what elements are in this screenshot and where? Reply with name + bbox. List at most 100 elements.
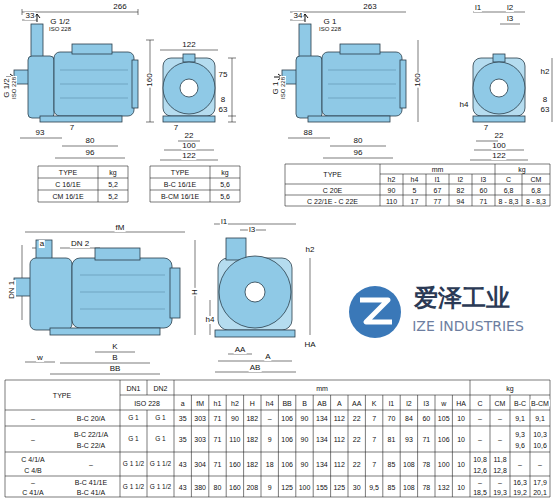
table-cell: BB	[281, 400, 292, 407]
table-rule	[400, 395, 401, 497]
dimension-label: AB	[249, 364, 262, 372]
dimension-label: 22	[494, 132, 505, 140]
table-cell: 6,8	[503, 186, 515, 193]
table-cell: 70	[387, 415, 397, 422]
dimension-label: K	[111, 343, 118, 351]
dimension-label: A	[264, 353, 271, 361]
table-cell: –	[30, 478, 36, 485]
table-rule	[470, 380, 471, 497]
table-cell: 71	[213, 461, 223, 468]
table-cell: 90	[300, 436, 310, 443]
table-cell: 78	[421, 483, 431, 490]
table-rule	[226, 395, 227, 497]
dimension-label: h4	[459, 101, 470, 109]
table-cell: AB	[316, 400, 327, 407]
table-cell: 5,6	[219, 181, 231, 188]
table-rule	[550, 380, 551, 497]
table-rule	[147, 410, 148, 497]
table-cell: –	[267, 415, 273, 422]
table-cell: 10,3	[532, 430, 548, 437]
table-cell: C 20E	[322, 186, 343, 193]
table-cell: G 1 1/2	[149, 483, 172, 490]
table-cell: 12,8	[492, 466, 508, 473]
table-cell: 182	[245, 461, 259, 468]
table-rule	[295, 395, 296, 497]
dimension-label: 75	[218, 71, 229, 79]
table-cell: 43	[178, 483, 188, 490]
table-rule	[5, 380, 6, 497]
table-cell: 112	[333, 461, 346, 468]
dimension-label: G 1	[272, 81, 280, 96]
table-cell: 134	[315, 415, 329, 422]
dimension-label: 7	[483, 124, 489, 132]
dimension-label: HA	[303, 341, 316, 349]
table-cell: 5,2	[107, 181, 119, 188]
dimension-label: ISO 228	[280, 76, 286, 100]
dimension-label: ISO 228	[11, 76, 17, 100]
table-cell: B-C 20/A	[76, 415, 106, 422]
bottom-pump	[14, 238, 295, 337]
table-cell: 10,8	[472, 455, 488, 462]
dimension-label: 33	[25, 12, 36, 20]
table-cell: –	[537, 461, 543, 468]
table-cell: –	[477, 415, 483, 422]
table-cell: –	[497, 478, 503, 485]
logo	[349, 286, 401, 338]
table-cell: 20,1	[532, 488, 548, 495]
table-cell: DN2	[152, 385, 168, 392]
dimension-label: 96	[353, 149, 364, 157]
table-cell: G 1	[127, 415, 139, 422]
dimension-label: BB	[109, 365, 122, 373]
table-cell: a	[180, 400, 186, 407]
table-cell: 7	[371, 461, 377, 468]
table-cell: 112	[333, 436, 346, 443]
table-rule	[472, 174, 473, 206]
table-cell: B-C 22/A	[76, 441, 106, 448]
table-cell: 304	[193, 461, 207, 468]
table-cell: B-CM	[530, 400, 550, 407]
table-cell: G 1	[154, 415, 166, 422]
dimension-label: 100	[181, 142, 196, 150]
table-cell: 9,1	[534, 415, 546, 422]
table-rule	[426, 174, 427, 206]
table-cell: CM	[494, 400, 507, 407]
table-rule	[285, 164, 286, 206]
dimension-label: l2	[506, 4, 514, 12]
table-rule	[240, 166, 241, 202]
table-cell: 11,8	[492, 455, 507, 462]
table-cell: H	[249, 400, 256, 407]
table-rule	[5, 476, 550, 477]
table-cell: 303	[193, 436, 207, 443]
table-cell: 90	[387, 186, 397, 193]
table-rule	[150, 178, 240, 179]
table-cell: kg	[517, 166, 526, 173]
table-cell: 110	[228, 436, 241, 443]
table-cell: 10	[456, 483, 466, 490]
table-rule	[435, 395, 436, 497]
table-rule	[261, 395, 262, 497]
table-cell: 17	[410, 197, 420, 204]
table-cell: 108	[402, 461, 416, 468]
table-cell: 125	[332, 483, 346, 490]
table-cell: 380	[193, 483, 207, 490]
dimension-label: ISO 228	[48, 26, 72, 32]
table-cell: 84	[404, 415, 414, 422]
table-rule	[449, 174, 450, 206]
table-cell: l2	[457, 176, 464, 183]
table-cell: 110	[385, 197, 398, 204]
table-cell: G 1 1/2	[149, 461, 172, 468]
table-cell: 18,5	[472, 488, 488, 495]
table-rule	[38, 178, 128, 179]
dimension-label: 100	[491, 142, 506, 150]
table-cell: HA	[455, 400, 467, 407]
table-cell: 78	[421, 461, 431, 468]
table-rule	[5, 426, 550, 427]
table-cell: 106	[437, 436, 451, 443]
table-rule	[278, 395, 279, 497]
table-cell: CM	[530, 176, 543, 183]
table-rule	[510, 395, 511, 497]
dimension-label: 34	[293, 12, 304, 20]
table-rule	[452, 395, 453, 497]
table-rule	[150, 166, 151, 202]
